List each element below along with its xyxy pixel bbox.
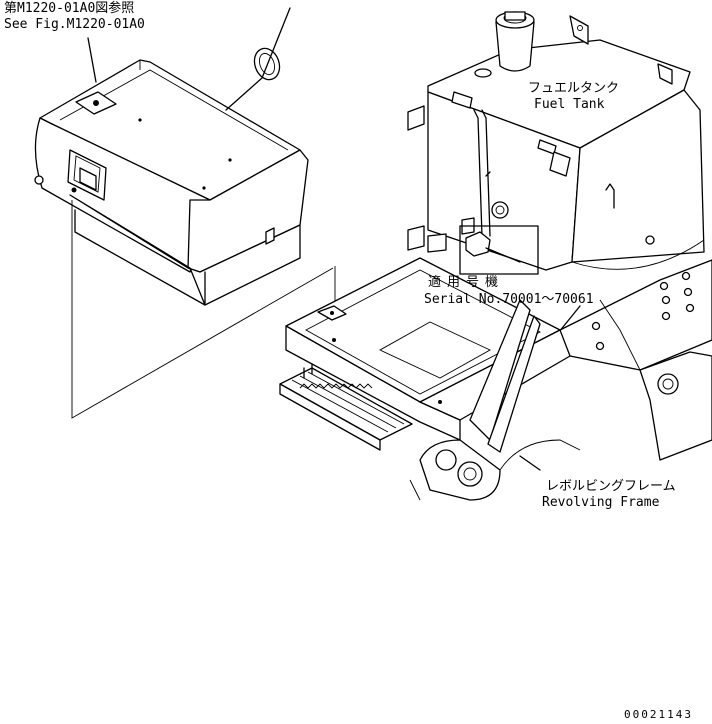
leader-frame: [519, 455, 541, 471]
assembly-line-left: [71, 200, 334, 419]
serial-label-en: Serial No.70001～70061: [424, 292, 594, 307]
fuel-tank-label-jp: フュエルタンク: [528, 81, 620, 96]
see-fig-label-en: See Fig.M1220-01A0: [4, 17, 145, 32]
leader-ring: [225, 7, 291, 111]
frame-label-jp: レボルビングフレーム: [546, 479, 676, 494]
serial-label-jp: 適用号機: [428, 275, 505, 290]
drawing-number: 00021143: [624, 708, 693, 721]
serial-callout-box: [459, 225, 539, 275]
revolving-frame: [279, 257, 712, 501]
fuel-tank-label-en: Fuel Tank: [534, 97, 605, 112]
toolbox-cover: [34, 59, 309, 306]
see-fig-label-jp: 第M1220-01A0図参照: [4, 1, 135, 16]
leader-see-fig: [87, 37, 97, 83]
fuel-tank: [407, 11, 705, 271]
frame-label-en: Revolving Frame: [542, 495, 660, 510]
